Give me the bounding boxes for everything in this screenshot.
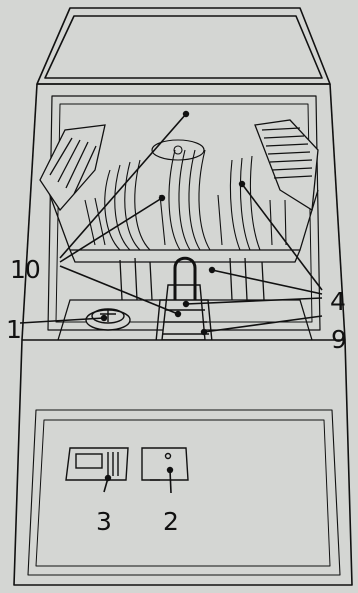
detergent-dispenser	[66, 448, 128, 480]
callout-2: 2	[163, 507, 178, 536]
rinse-aid-dispenser	[142, 448, 188, 480]
callout-4: 4	[330, 287, 345, 316]
callout-3: 3	[96, 507, 111, 536]
callout-10: 10	[10, 255, 40, 284]
callout-1: 1	[6, 315, 21, 344]
callout-9: 9	[331, 325, 346, 354]
salt-reservoir-cap	[86, 309, 130, 330]
